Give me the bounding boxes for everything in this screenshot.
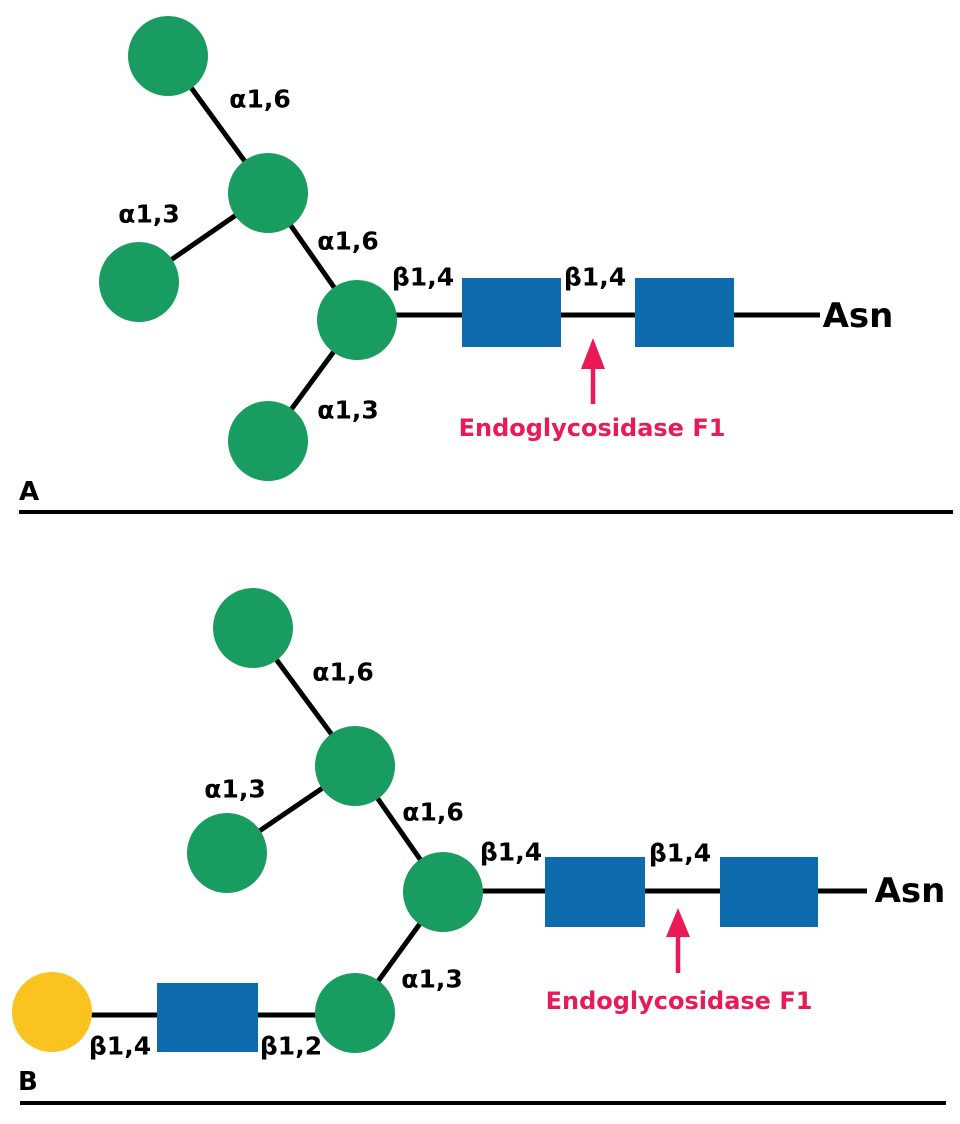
bond-label: α1,3 <box>401 965 462 994</box>
bond-label: β1,4 <box>392 263 454 292</box>
glcnac-square <box>462 278 561 347</box>
mannose-circle <box>213 588 293 668</box>
glcnac-square <box>635 278 734 347</box>
bond-label: β1,4 <box>480 838 542 867</box>
bond-label: α1,6 <box>312 658 373 687</box>
bond-label: α1,6 <box>229 85 290 114</box>
mannose-circle <box>317 280 397 360</box>
glcnac-square <box>720 857 818 927</box>
panel-label: B <box>18 1067 38 1097</box>
enzyme-label: Endoglycosidase F1 <box>546 987 813 1015</box>
galactose-circle <box>12 972 92 1052</box>
panel-label: A <box>19 477 39 507</box>
bond-label: β1,4 <box>564 263 626 292</box>
mannose-circle <box>128 16 208 96</box>
panel-b: α1,6 α1,3 α1,6 β1,4 β1,4 α1,3 β1,4 β1,2 AsnEndog… <box>12 588 946 1105</box>
bond-label: β1,2 <box>260 1032 322 1061</box>
asn-label: Asn <box>823 296 894 336</box>
mannose-circle <box>228 401 308 481</box>
bond-label: α1,3 <box>118 200 179 229</box>
glcnac-square <box>545 857 645 927</box>
mannose-circle <box>403 852 483 932</box>
cleavage-arrow-head <box>666 908 690 937</box>
mannose-circle <box>228 153 308 233</box>
bond-label: α1,6 <box>402 798 463 827</box>
asn-label: Asn <box>875 871 946 911</box>
enzyme-label: Endoglycosidase F1 <box>459 414 726 442</box>
bond-label: α1,6 <box>317 227 378 256</box>
mannose-circle <box>315 726 395 806</box>
cleavage-arrow-head <box>581 338 605 369</box>
bond-label: α1,3 <box>317 396 378 425</box>
mannose-circle <box>99 242 179 322</box>
bond-label: α1,3 <box>204 775 265 804</box>
bond-label: β1,4 <box>89 1032 151 1061</box>
bond-label: β1,4 <box>649 839 711 868</box>
mannose-circle <box>187 813 267 893</box>
glcnac-square <box>157 983 258 1052</box>
mannose-circle <box>315 973 395 1053</box>
